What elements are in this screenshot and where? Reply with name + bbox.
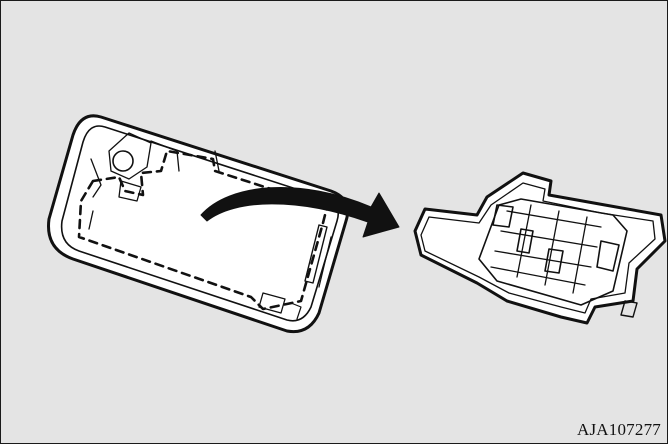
remote-case-icon [49, 116, 348, 332]
circuit-board-icon [415, 173, 665, 323]
figure-code: AJA107277 [577, 420, 661, 440]
